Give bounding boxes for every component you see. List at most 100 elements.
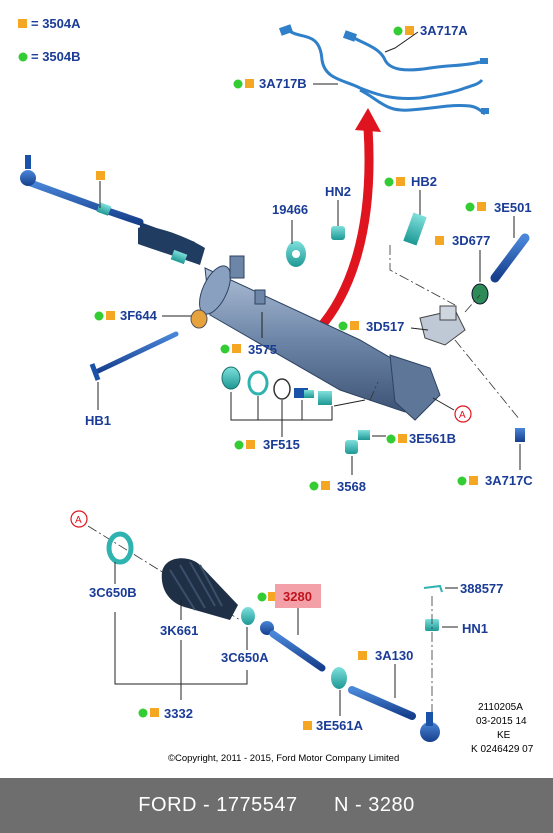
seal-3D677 bbox=[471, 283, 489, 305]
green-dot-icon bbox=[384, 177, 394, 187]
label-19466: 19466 bbox=[272, 202, 308, 217]
orange-square-icon bbox=[106, 311, 115, 320]
label-3K661: 3K661 bbox=[160, 623, 198, 638]
orange-square-icon bbox=[350, 321, 359, 330]
label-HN2: HN2 bbox=[325, 184, 351, 199]
inner-tie-rod-3280 bbox=[260, 621, 326, 672]
label-3332: 3332 bbox=[164, 706, 193, 721]
sensor-cable-assembly bbox=[278, 24, 489, 116]
callout-circle bbox=[454, 405, 472, 423]
footer-n-value: 3280 bbox=[368, 794, 415, 816]
orange-square-icon bbox=[150, 708, 159, 717]
tie-rod-end-3A130 bbox=[348, 686, 416, 720]
label-3E561B: 3E561B bbox=[409, 431, 456, 446]
label-388577: 388577 bbox=[460, 581, 503, 596]
legend: = 3504A = 3504B bbox=[18, 16, 81, 64]
callout-label: A bbox=[459, 410, 466, 421]
footer-gap bbox=[298, 794, 334, 817]
cotter-pin-388577 bbox=[423, 584, 443, 593]
green-dot-icon bbox=[393, 26, 403, 36]
orange-square-icon bbox=[396, 177, 405, 186]
orange-square-icon bbox=[469, 476, 478, 485]
green-dot-icon bbox=[338, 321, 348, 331]
orange-square-icon bbox=[268, 592, 277, 601]
meta-line: 03-2015 14 bbox=[476, 716, 527, 727]
nut-HN1 bbox=[425, 619, 439, 631]
nut-3E561B bbox=[358, 430, 370, 440]
label-HN1: HN1 bbox=[462, 621, 488, 636]
seal-kit-3F515 bbox=[221, 366, 332, 405]
orange-square-icon bbox=[398, 434, 407, 443]
green-dot-icon bbox=[220, 344, 230, 354]
orange-square-icon bbox=[232, 344, 241, 353]
label-3A717B: 3A717B bbox=[259, 76, 307, 91]
boot-3K661 bbox=[161, 558, 238, 620]
nut-HN2 bbox=[331, 226, 345, 240]
orange-square-icon bbox=[96, 171, 105, 180]
orange-square-icon bbox=[405, 26, 414, 35]
label-3F644: 3F644 bbox=[120, 308, 158, 323]
parts-diagram: = 3504A = 3504B 3A717A 3A717B bbox=[18, 16, 534, 764]
label-3E501: 3E501 bbox=[494, 200, 532, 215]
orange-square-icon bbox=[18, 19, 27, 28]
footer-part-number: 1775547 bbox=[216, 794, 298, 816]
orange-square-icon bbox=[477, 202, 486, 211]
footer-n-label: N bbox=[333, 794, 349, 816]
green-dot-icon bbox=[309, 481, 319, 491]
green-dot-icon bbox=[465, 202, 475, 212]
label-3280: 3280 bbox=[283, 589, 312, 604]
green-dot-icon bbox=[457, 476, 467, 486]
label-3A717A: 3A717A bbox=[420, 23, 468, 38]
copyright-text: ©Copyright, 2011 - 2015, Ford Motor Comp… bbox=[168, 753, 399, 764]
green-dot-icon bbox=[18, 52, 28, 62]
orange-square-icon bbox=[358, 651, 367, 660]
orange-square-icon bbox=[246, 440, 255, 449]
clamp-3C650A bbox=[241, 607, 255, 625]
orange-square-icon bbox=[321, 481, 330, 490]
callout-label: A bbox=[75, 515, 82, 526]
red-arrow-icon bbox=[314, 127, 374, 334]
green-dot-icon bbox=[386, 434, 396, 444]
meta-line: KE bbox=[497, 730, 511, 741]
label-3568: 3568 bbox=[337, 479, 366, 494]
green-dot-icon bbox=[257, 592, 267, 602]
footer-bar: FORD - 1775547 N - 3280 bbox=[0, 778, 553, 833]
highlight-box bbox=[275, 584, 321, 608]
orange-square-icon bbox=[245, 79, 254, 88]
label-3D677: 3D677 bbox=[452, 233, 490, 248]
sensor-3A717C bbox=[515, 428, 525, 442]
label-3C650A: 3C650A bbox=[221, 650, 269, 665]
bolt-HB2 bbox=[403, 212, 427, 246]
label-3A717C: 3A717C bbox=[485, 473, 533, 488]
green-dot-icon bbox=[94, 311, 104, 321]
steering-rack-housing bbox=[199, 255, 466, 421]
footer-separator: - bbox=[348, 794, 369, 816]
footer-brand: FORD bbox=[138, 794, 197, 816]
label-3575: 3575 bbox=[248, 342, 277, 357]
green-dot-icon bbox=[233, 79, 243, 89]
label-3A130: 3A130 bbox=[375, 648, 413, 663]
legend-text-2: = 3504B bbox=[31, 49, 81, 64]
label-HB2: HB2 bbox=[411, 174, 437, 189]
label-3E561A: 3E561A bbox=[316, 718, 364, 733]
bushing-3568 bbox=[345, 440, 358, 454]
green-dot-icon bbox=[234, 440, 244, 450]
orange-square-icon bbox=[303, 721, 312, 730]
tie-rod-HB1 bbox=[93, 331, 179, 375]
green-dot-icon bbox=[138, 708, 148, 718]
label-3C650B: 3C650B bbox=[89, 585, 137, 600]
label-3D517: 3D517 bbox=[366, 319, 404, 334]
footer-separator: - bbox=[196, 794, 217, 816]
nut-3F644 bbox=[190, 309, 208, 329]
orange-square-icon bbox=[435, 236, 444, 245]
meta-line: K 0246429 07 bbox=[471, 744, 534, 755]
left-tie-rod bbox=[20, 155, 205, 265]
callout-circle bbox=[70, 510, 88, 528]
label-3F515: 3F515 bbox=[263, 437, 300, 452]
label-HB1: HB1 bbox=[85, 413, 111, 428]
meta-line: 2110205A bbox=[478, 702, 523, 713]
nut-3E561A bbox=[331, 667, 347, 689]
sensor-3E501 bbox=[490, 233, 530, 283]
clamp-3C650B bbox=[106, 531, 134, 565]
legend-text-1: = 3504A bbox=[31, 16, 81, 31]
